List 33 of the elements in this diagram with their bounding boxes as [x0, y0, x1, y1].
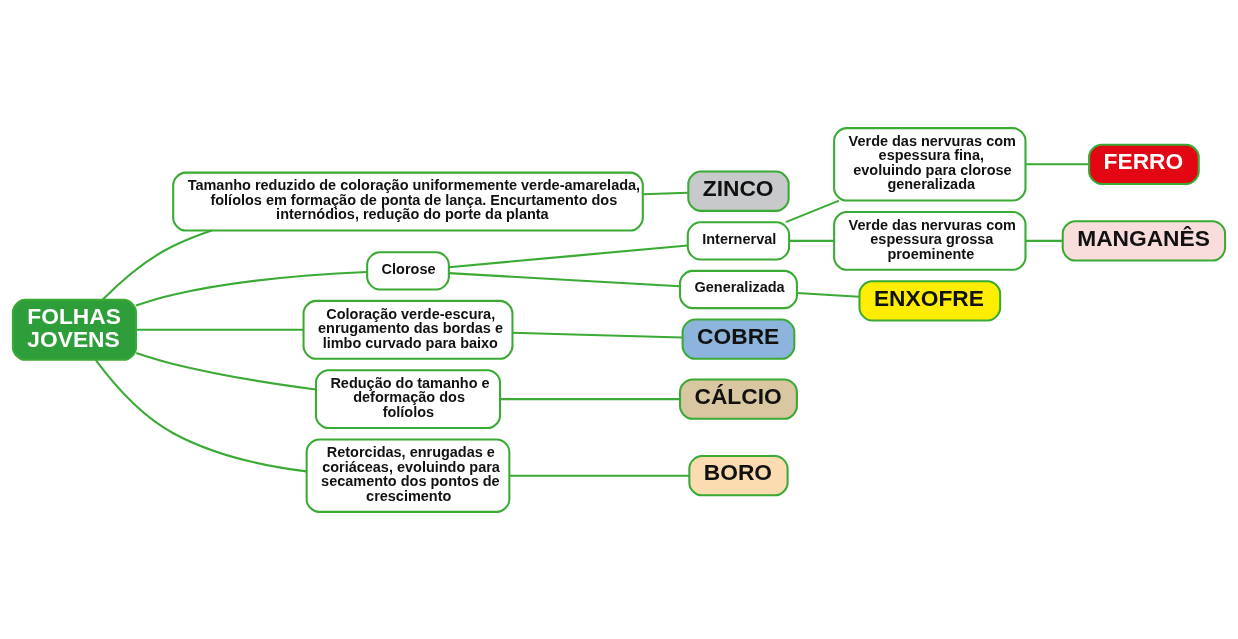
node-box: Clorose	[366, 250, 450, 291]
node-box: ZINCO	[687, 170, 790, 212]
node-box: Generalizada	[679, 269, 798, 309]
connector	[789, 239, 834, 242]
connector	[1025, 162, 1090, 165]
connector	[135, 351, 316, 390]
node-box: CÁLCIO	[679, 377, 798, 420]
connector	[1025, 239, 1063, 242]
connector	[101, 229, 213, 300]
node-box: FOLHAS JOVENS	[11, 298, 137, 361]
connector	[785, 199, 840, 223]
connector	[509, 474, 690, 477]
node-box: ENXOFRE	[858, 279, 1002, 322]
node-box: FERRO	[1088, 143, 1200, 185]
connector	[135, 270, 367, 306]
connector	[512, 331, 683, 339]
connector	[642, 191, 688, 195]
node-box: Redução do tamanho e deformação dos folíolos	[314, 368, 502, 429]
connector	[448, 271, 680, 287]
connector	[448, 243, 688, 268]
node-box: Tamanho reduzido de coloração uniformemente verde-amarelada, folíolos em formação de ponta de lança. Encurtamento dos internódios, redução do porte da planta	[172, 171, 644, 232]
node-box: Verde das nervuras com espessura fina, evoluindo para clorose generalizada	[833, 126, 1027, 202]
node-box: BORO	[688, 454, 789, 496]
node-box: Verde das nervuras com espessura grossa proeminente	[833, 210, 1027, 271]
connector	[797, 291, 860, 298]
node-box: Retorcidas, enrugadas e coriáceas, evoluindo para secamento dos pontos de crescimento	[305, 437, 511, 513]
connector	[136, 328, 304, 331]
connector	[500, 397, 680, 400]
node-box: Internerval	[686, 220, 791, 261]
node-box: COBRE	[681, 317, 796, 360]
node-box: MANGANÊS	[1061, 219, 1227, 262]
connector	[95, 359, 307, 472]
node-box: Coloração verde-escura, enrugamento das bordas e limbo curvado para baixo	[302, 299, 514, 360]
